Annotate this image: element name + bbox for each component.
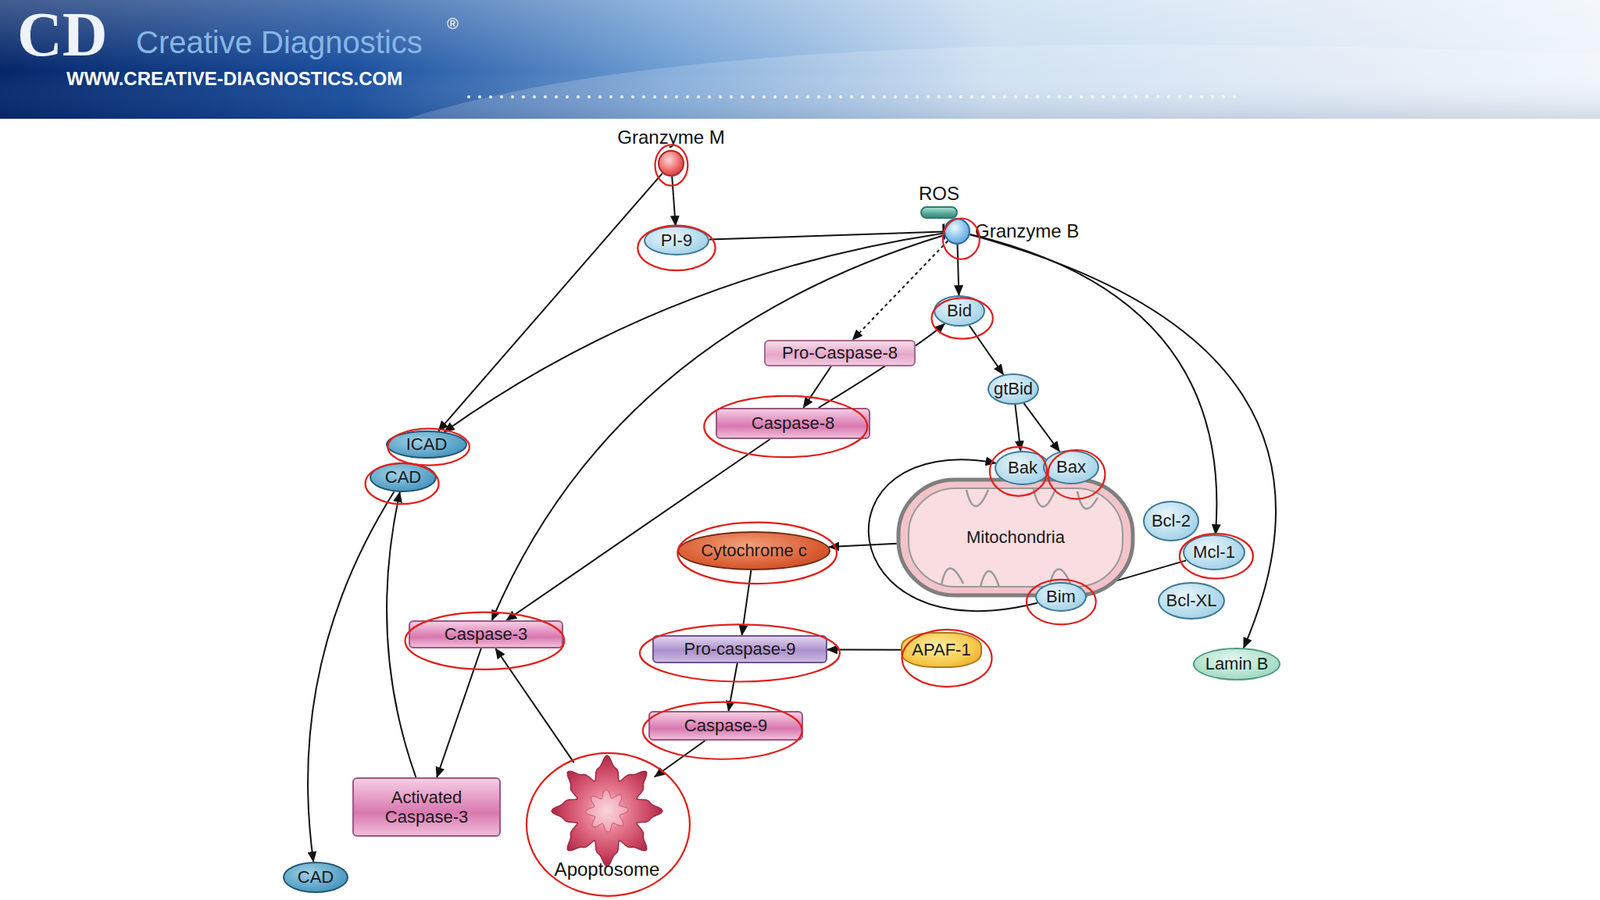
activation-arrow (495, 648, 574, 763)
apoptosome-graphic (548, 752, 666, 870)
header-banner (0, 0, 1600, 119)
caspase-box: Caspase-8 (715, 407, 871, 440)
activation-arrow (828, 543, 897, 547)
protein-oval: Mcl-1 (1182, 534, 1246, 571)
caspase-box: Activated Caspase-3 (352, 777, 501, 837)
activation-arrow (438, 173, 663, 432)
crista (1077, 491, 1098, 509)
procaspase-box: Pro-caspase-9 (652, 635, 828, 664)
activation-arrow (436, 648, 482, 778)
activation-arrow (957, 244, 960, 296)
crista (941, 567, 964, 586)
node-label: PI-9 (660, 230, 693, 250)
activation-arrow (506, 439, 771, 621)
node-label: Mitochondria (966, 527, 1065, 547)
protein-oval: Bcl-2 (1142, 500, 1200, 542)
node-label: Mcl-1 (1192, 542, 1236, 562)
protein-oval: CAD (369, 462, 437, 493)
highlight-ring (637, 225, 715, 271)
crista (980, 571, 1000, 587)
cristae (941, 489, 1098, 587)
granzyme-dot: Granzyme M (657, 150, 685, 177)
node-label: CAD (297, 867, 334, 887)
granzyme-dot: Granzyme B (943, 217, 971, 245)
node-label: Bak (1007, 457, 1038, 478)
apoptosome-shape: Apoptosome (548, 752, 666, 870)
node-label: Bcl-XL (1166, 590, 1218, 611)
highlight-ring (365, 463, 440, 504)
logo-mark: CD (17, 3, 108, 66)
procaspase-box: Pro-Caspase-8 (764, 339, 916, 367)
activation-arrow (444, 233, 944, 433)
activation-arrow (671, 176, 676, 226)
activation-arrow (654, 740, 706, 777)
ros-bar: ROS (920, 206, 958, 219)
node-label: Caspase-3 (444, 624, 528, 644)
highlight-ring (526, 753, 690, 897)
activation-arrow (1014, 404, 1021, 451)
protein-oval: gtBid (987, 373, 1040, 405)
activation-arrow (827, 648, 901, 650)
protein-oval: Bim (1035, 582, 1087, 612)
node-label: Activated Caspase-3 (353, 787, 500, 828)
node-label: APAF-1 (911, 639, 971, 660)
mitochondria-shape: Mitochondria (896, 477, 1136, 598)
node-label: Cytochrome c (700, 540, 808, 561)
node-label: Bcl-2 (1151, 510, 1191, 531)
highlight-ring (942, 218, 980, 260)
node-label: Bid (946, 300, 972, 321)
activation-arrow (803, 366, 831, 408)
node-label: Lamin B (1205, 653, 1269, 674)
inner-membrane (908, 488, 1123, 587)
protein-oval: PI-9 (643, 225, 710, 256)
outside-label: ROS (918, 182, 960, 205)
caspase-box: Caspase-9 (648, 710, 804, 741)
node-label: Caspase-9 (684, 715, 768, 736)
apaf-blob: APAF-1 (900, 632, 983, 668)
dot-row (468, 95, 1244, 99)
node-label: Bax (1056, 457, 1086, 477)
banner-fill (0, 0, 1600, 119)
banner-shade (0, 0, 1600, 119)
protein-oval: Bax (1042, 450, 1100, 485)
highlight-ring (639, 624, 840, 682)
node-label: Pro-caspase-9 (683, 639, 796, 659)
website-url: WWW.CREATIVE-DIAGNOSTICS.COM (66, 69, 403, 89)
activation-arrow (1024, 403, 1061, 452)
outside-label: Apoptosome (554, 858, 661, 881)
highlight-ring (405, 612, 565, 670)
outside-label: Granzyme M (617, 126, 725, 149)
node-label: Caspase-8 (751, 413, 835, 433)
node-label: gtBid (993, 378, 1033, 399)
node-label: Bim (1046, 586, 1076, 607)
node-label: CAD (385, 467, 422, 487)
caspase-box: Caspase-3 (408, 620, 564, 649)
outer-membrane (898, 479, 1133, 596)
banner-swoosh (406, 44, 1600, 119)
activation-arrow (969, 325, 1004, 375)
protein-oval: ICAD (385, 430, 468, 459)
highlight-ring (655, 144, 689, 186)
protein-oval: CAD (282, 861, 349, 893)
trademark-sign: ® (446, 15, 459, 32)
highlight-ring (1179, 533, 1254, 579)
activation-arrow (852, 240, 948, 340)
apoptosome-body (551, 755, 663, 867)
outside-label: Granzyme B (975, 220, 1079, 243)
company-name: Creative Diagnostics (135, 26, 423, 58)
cytochrome-oval: Cytochrome c (677, 531, 831, 571)
protein-oval: Bid (933, 295, 986, 327)
protein-oval: Lamin B (1192, 647, 1281, 681)
protein-oval: Bcl-XL (1157, 582, 1225, 620)
apoptosome-core (585, 789, 629, 833)
crista (966, 489, 989, 507)
node-label: Pro-Caspase-8 (782, 342, 898, 363)
activation-arrow (742, 570, 752, 636)
node-label: ICAD (406, 434, 448, 454)
crista (1033, 489, 1056, 508)
highlight-ring (677, 522, 837, 584)
activation-arrow (728, 663, 738, 711)
